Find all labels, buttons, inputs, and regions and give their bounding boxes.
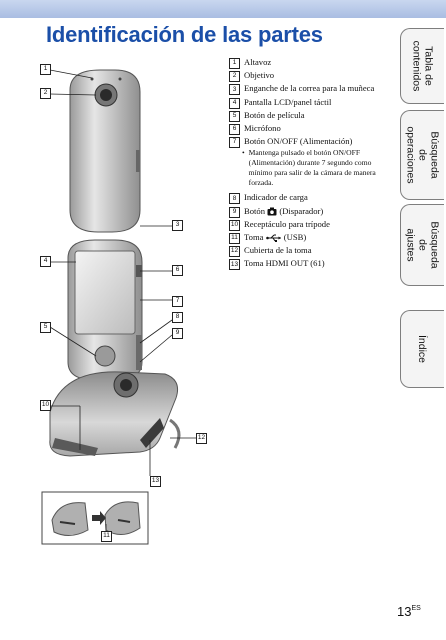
tab-tabla-de-contenidos[interactable]: Tabla de contenidos — [400, 28, 444, 104]
callout-6: 6 — [172, 265, 183, 276]
callout-12: 12 — [196, 433, 207, 444]
usb-inset — [41, 491, 149, 545]
usb-icon — [265, 234, 281, 243]
device-front-view — [67, 239, 143, 381]
device-back-view — [69, 69, 141, 233]
callout-13: 13 — [150, 476, 161, 487]
leader-lines — [49, 69, 196, 531]
callout-8: 8 — [172, 312, 183, 323]
device-bottom-view — [49, 371, 181, 457]
callout-2: 2 — [40, 88, 51, 99]
page-number: 13ES — [397, 604, 421, 619]
callout-7: 7 — [172, 296, 183, 307]
camera-icon — [267, 207, 277, 216]
tab-indice[interactable]: Índice — [400, 310, 444, 388]
tab-busqueda-de-ajustes[interactable]: Búsqueda de ajustes — [400, 204, 444, 286]
power-note: •Mantenga pulsado el botón ON/OFF (Alime… — [242, 148, 376, 188]
callout-10: 10 — [40, 400, 51, 411]
tab-busqueda-de-operaciones[interactable]: Búsqueda de operaciones — [400, 110, 444, 200]
callout-5: 5 — [40, 322, 51, 333]
callout-3: 3 — [172, 220, 183, 231]
callout-4: 4 — [40, 256, 51, 267]
callout-9: 9 — [172, 328, 183, 339]
header-bar — [0, 0, 446, 18]
callout-1: 1 — [40, 64, 51, 75]
page-title: Identificación de las partes — [46, 22, 323, 47]
callout-11: 11 — [101, 531, 112, 542]
